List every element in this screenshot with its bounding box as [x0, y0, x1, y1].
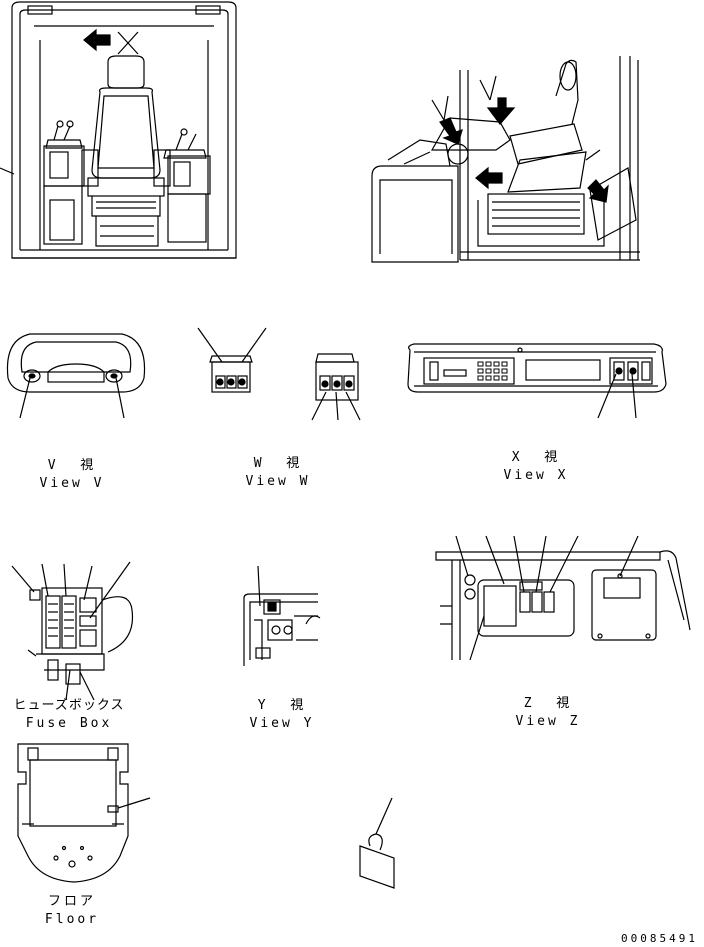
floor-drawing	[17, 743, 151, 883]
view-v-label-en: View V	[39, 476, 105, 491]
view-v-label-jp: V 視	[47, 458, 97, 473]
fuse-box-label-jp: ヒューズボックス	[13, 698, 125, 713]
view-x-label-en: View X	[503, 468, 569, 483]
cab-side-view	[371, 56, 640, 263]
tag-card-drawing	[359, 797, 395, 889]
view-y-drawing	[243, 565, 321, 666]
view-x-label-jp: X 視	[511, 450, 561, 465]
view-y-label-en: View Y	[249, 716, 315, 731]
view-z-drawing	[435, 535, 691, 661]
floor-label-jp: フロア	[47, 894, 96, 909]
arrow-w-icon	[486, 97, 516, 125]
view-z-label-jp: Z 視	[523, 696, 573, 711]
drawing-number: 00085491	[621, 932, 698, 945]
view-v-drawing	[6, 333, 146, 419]
view-y-label-jp: Y 視	[257, 698, 307, 713]
arrow-z-icon	[587, 179, 609, 203]
direction-arrow-icon	[83, 28, 111, 52]
cab-front-view	[0, 1, 237, 259]
view-w-label-en: View W	[245, 474, 311, 489]
view-w-label-jp: W 視	[253, 456, 303, 471]
view-w-drawing	[197, 327, 361, 421]
view-x-drawing	[407, 343, 667, 419]
floor-label-en: Floor	[44, 912, 100, 927]
arrow-x-icon	[475, 166, 503, 190]
fuse-box-drawing	[11, 561, 134, 701]
view-z-label-en: View Z	[515, 714, 581, 729]
fuse-box-label-en: Fuse Box	[25, 716, 113, 731]
arrow-v-icon	[439, 117, 463, 145]
